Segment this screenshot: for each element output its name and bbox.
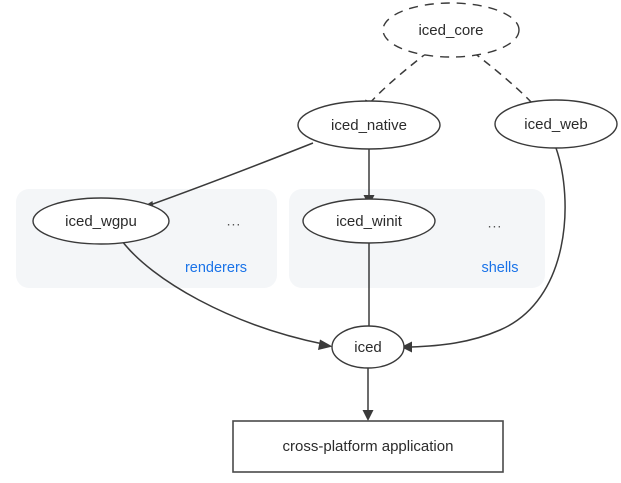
- node-iced_core-shape[interactable]: [382, 2, 520, 58]
- edge-iced_web-to-iced-arrowhead: [401, 341, 412, 353]
- edge-iced_web-to-iced: [401, 147, 566, 353]
- edge-iced_core-to-iced_native-line: [367, 51, 429, 106]
- edge-iced_wgpu-to-iced-line: [121, 240, 324, 345]
- node-iced_wgpu-shape[interactable]: [32, 197, 170, 245]
- edge-iced-to-application-arrowhead: [362, 410, 374, 421]
- node-iced_winit-shape[interactable]: [302, 198, 436, 244]
- cluster-shells-ellipsis: ...: [488, 215, 503, 231]
- node-application-label: cross-platform application: [283, 438, 454, 455]
- node-iced_winit[interactable]: iced_winit: [302, 198, 436, 244]
- edge-iced-to-application: [362, 368, 374, 421]
- node-application[interactable]: cross-platform application: [232, 420, 504, 473]
- cluster-shells-label: shells: [481, 260, 518, 276]
- node-iced_core[interactable]: iced_core: [382, 2, 520, 58]
- cluster-renderers-ellipsis: ...: [227, 213, 242, 229]
- node-iced_web[interactable]: iced_web: [494, 99, 618, 149]
- edge-iced_native-to-iced_wgpu-line: [149, 142, 314, 206]
- node-iced_web-shape[interactable]: [494, 99, 618, 149]
- edge-iced_native-to-iced_winit: [363, 146, 375, 206]
- cluster-renderers-label: renderers: [185, 260, 247, 276]
- edge-iced_core-to-iced_web-line: [472, 51, 534, 105]
- edge-iced_web-to-iced-line: [410, 147, 566, 348]
- node-iced_wgpu[interactable]: iced_wgpu: [32, 197, 170, 245]
- node-iced_native[interactable]: iced_native: [297, 100, 441, 150]
- node-iced[interactable]: iced: [331, 325, 405, 369]
- edge-iced_wgpu-to-iced-arrowhead: [318, 339, 333, 350]
- node-iced_native-shape[interactable]: [297, 100, 441, 150]
- edge-iced_wgpu-to-iced: [121, 240, 333, 350]
- node-application-shape[interactable]: [232, 420, 504, 473]
- node-iced-shape[interactable]: [331, 325, 405, 369]
